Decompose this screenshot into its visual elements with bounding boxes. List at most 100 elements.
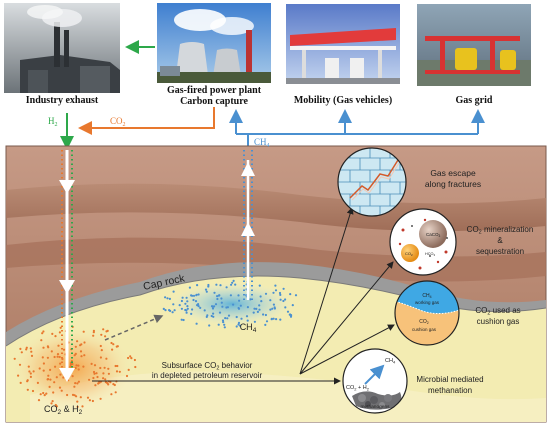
plume-dot bbox=[99, 344, 102, 348]
plume-dot bbox=[231, 281, 234, 284]
plume-dot bbox=[47, 374, 50, 377]
plume-dot bbox=[238, 299, 241, 302]
plume-dot bbox=[106, 382, 109, 385]
plume-dot bbox=[239, 324, 242, 327]
plume-dot bbox=[134, 365, 137, 369]
mineralization-label-line2: & bbox=[497, 236, 503, 245]
plume-dot bbox=[62, 348, 66, 351]
plume-dot bbox=[246, 319, 249, 322]
plume-dot bbox=[246, 306, 249, 309]
bubble-mineralization: CaCO3 CO2 HCO3 bbox=[389, 208, 457, 276]
plume-dot bbox=[265, 320, 269, 323]
plume-dot bbox=[278, 291, 282, 295]
plume-dot bbox=[113, 383, 116, 387]
plume-dot bbox=[269, 299, 272, 302]
plume-dot bbox=[194, 300, 198, 303]
plume-dot bbox=[77, 364, 80, 367]
plume-dot bbox=[41, 356, 44, 359]
svg-text:HCO3: HCO3 bbox=[425, 252, 435, 257]
plume-dot bbox=[221, 305, 224, 308]
plume-dot bbox=[258, 308, 261, 311]
power-plant-label-line2: Carbon capture bbox=[180, 96, 248, 107]
plume-dot bbox=[255, 307, 258, 310]
plume-dot bbox=[239, 304, 242, 307]
plume-dot bbox=[81, 405, 84, 408]
plume-dot bbox=[185, 296, 188, 299]
plume-dot bbox=[102, 372, 105, 375]
plume-dot bbox=[224, 317, 227, 320]
plume-dot bbox=[172, 290, 175, 293]
bubble-cushion-gas: CH4 working gas CO2 cushion gas bbox=[394, 280, 460, 346]
process-arrows bbox=[299, 207, 395, 375]
plume-dot bbox=[223, 326, 226, 329]
plume-dot bbox=[235, 315, 238, 319]
plume-dot bbox=[208, 324, 211, 327]
svg-text:CO2: CO2 bbox=[419, 319, 429, 325]
plume-dot bbox=[77, 380, 80, 383]
plume-dot bbox=[26, 380, 29, 383]
plume-dot bbox=[41, 332, 44, 335]
plume-dot bbox=[271, 307, 274, 310]
gas-escape-label-line1: Gas escape bbox=[430, 168, 476, 178]
plume-dot bbox=[27, 365, 30, 368]
plume-dot bbox=[207, 283, 210, 287]
plume-dot bbox=[164, 309, 167, 312]
plume-dot bbox=[102, 328, 105, 331]
plume-dot bbox=[284, 298, 287, 301]
plume-dot bbox=[91, 399, 94, 403]
plume-dot bbox=[211, 305, 214, 308]
photo-gas-fired-power-plant bbox=[157, 3, 271, 83]
plume-dot bbox=[56, 355, 59, 358]
plume-dot bbox=[262, 313, 265, 316]
plume-dot bbox=[196, 304, 199, 307]
plume-dot bbox=[220, 301, 223, 304]
plume-dot bbox=[69, 365, 72, 368]
plume-dot bbox=[51, 400, 54, 403]
plume-dot bbox=[289, 293, 292, 296]
plume-dot bbox=[82, 330, 85, 333]
plume-dot bbox=[212, 312, 215, 315]
plume-dot bbox=[76, 382, 79, 385]
plume-dot bbox=[31, 389, 35, 393]
plume-dot bbox=[279, 318, 282, 321]
plume-dot bbox=[116, 345, 119, 348]
power-plant-label-line1: Gas-fired power plant bbox=[166, 85, 262, 96]
plume-dot bbox=[74, 382, 77, 385]
co2-h2-reservoir-label: CO2 & H2 bbox=[44, 404, 83, 416]
plume-dot bbox=[94, 384, 97, 387]
gas-grid-label: Gas grid bbox=[455, 95, 493, 106]
plume-dot bbox=[45, 392, 48, 395]
plume-dot bbox=[116, 364, 119, 368]
production-well bbox=[241, 150, 255, 300]
plume-dot bbox=[180, 318, 183, 321]
plume-dot bbox=[125, 374, 129, 378]
microbial-label-line2: methanation bbox=[428, 386, 472, 395]
plume-dot bbox=[282, 287, 285, 290]
cushion-label-line1: CO2 used as bbox=[475, 306, 520, 317]
gas-escape-label-line2: along fractures bbox=[425, 179, 481, 189]
plume-dot bbox=[82, 365, 85, 368]
plume-dot bbox=[186, 305, 189, 308]
photo-mobility-gas-station bbox=[286, 4, 400, 84]
plume-dot bbox=[102, 377, 105, 380]
plume-dot bbox=[226, 317, 229, 320]
injection-well bbox=[59, 150, 75, 382]
co2-flow-label: CO2 bbox=[110, 116, 126, 128]
plume-dot bbox=[129, 355, 132, 358]
plume-dot bbox=[279, 293, 282, 296]
plume-dot bbox=[53, 355, 56, 359]
plume-dot bbox=[42, 330, 45, 333]
plume-dot bbox=[256, 310, 259, 313]
plume-dot bbox=[178, 304, 181, 307]
plume-dot bbox=[274, 289, 278, 292]
plume-dot bbox=[88, 378, 91, 381]
plume-dot bbox=[76, 405, 79, 408]
plume-dot bbox=[289, 313, 292, 316]
plume-dot bbox=[274, 284, 277, 287]
plume-dot bbox=[171, 311, 174, 314]
plume-dot bbox=[112, 343, 115, 346]
plume-dot bbox=[80, 343, 83, 346]
plume-dot bbox=[104, 335, 107, 338]
plume-dot bbox=[111, 348, 114, 351]
plume-dot bbox=[270, 317, 273, 320]
